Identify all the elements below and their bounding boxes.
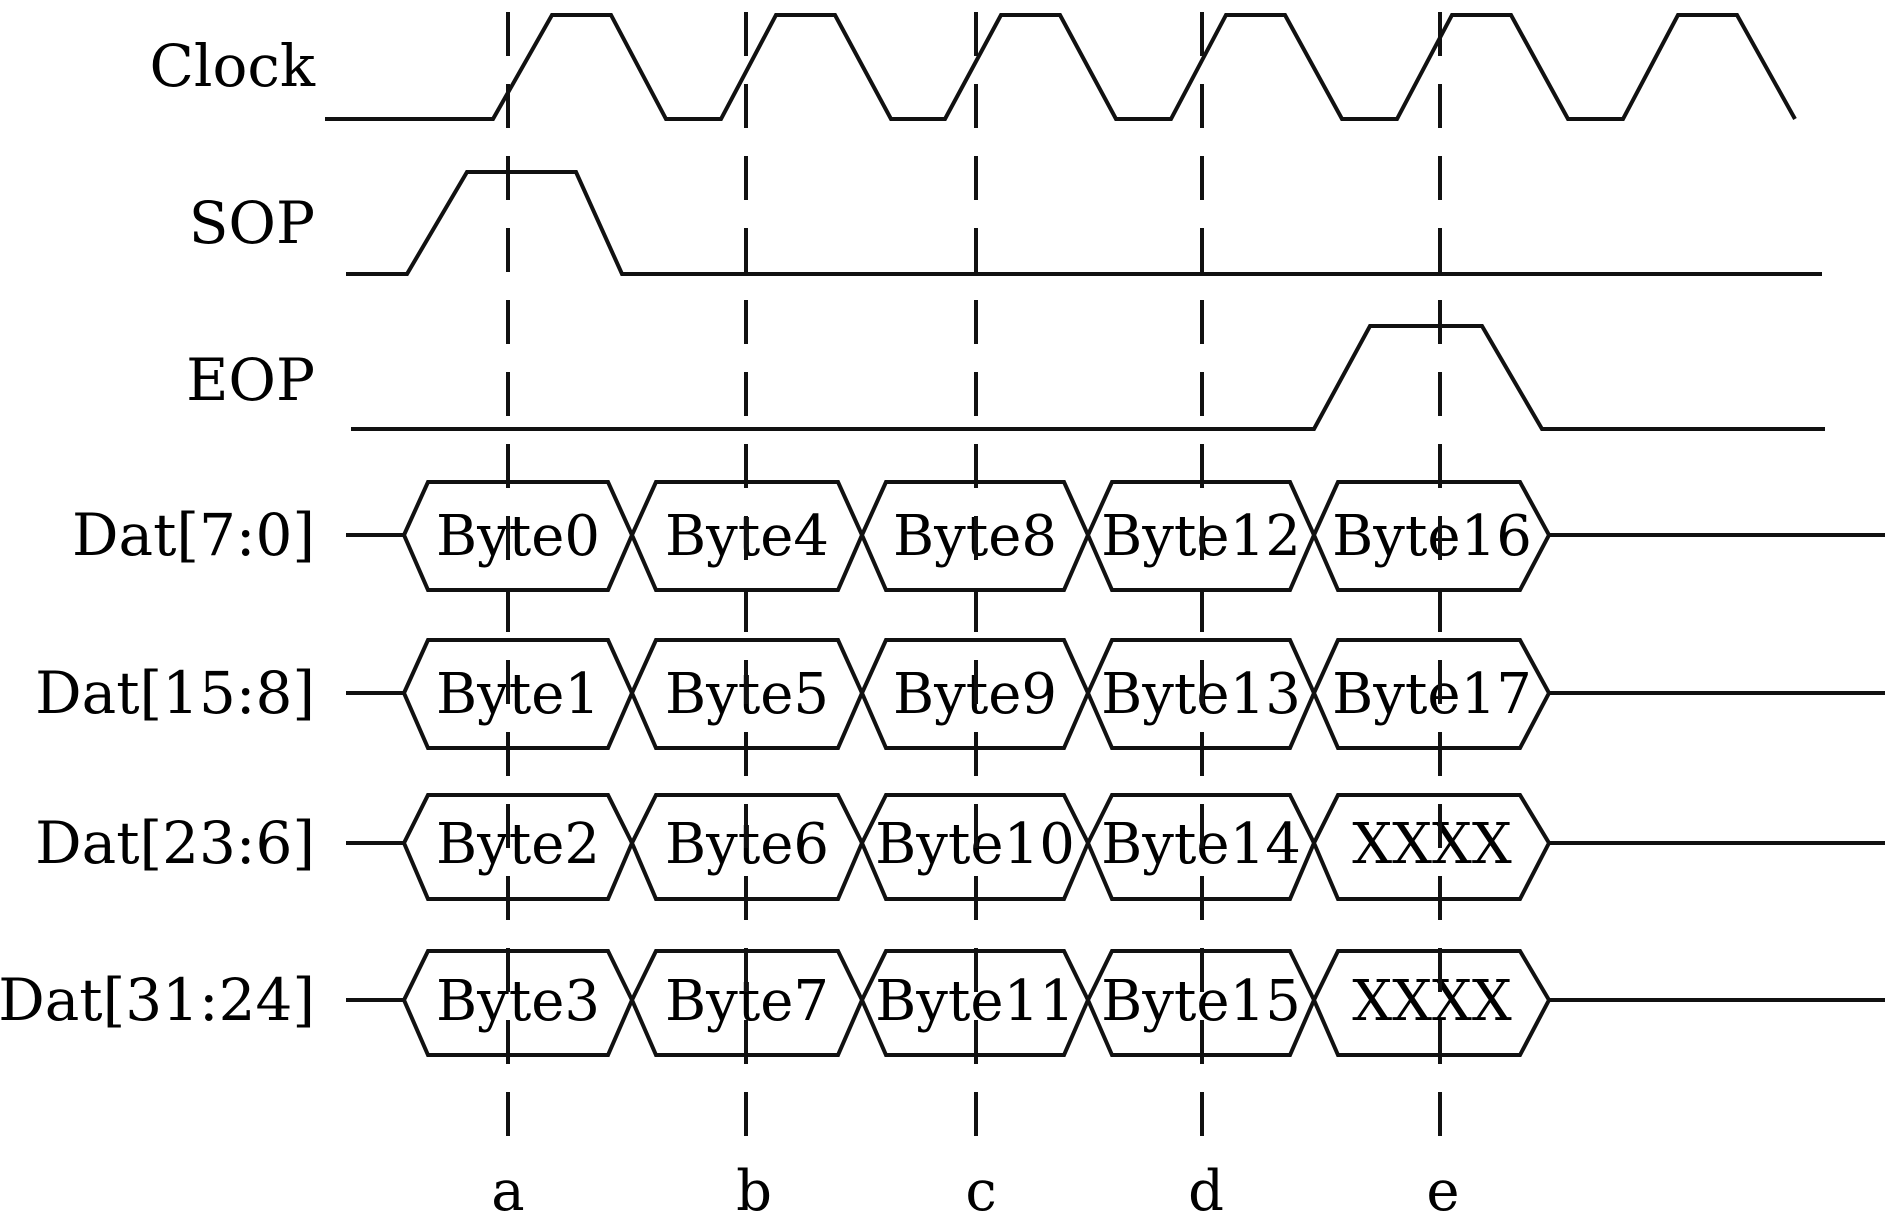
bus-cell-value: XXXX: [1352, 969, 1512, 1034]
bus-cell-value: Byte0: [436, 504, 600, 569]
bus-cell-value: XXXX: [1352, 812, 1512, 877]
sop-label: SOP: [189, 189, 315, 257]
bus-cell-value: Byte2: [436, 812, 600, 877]
bus-row-dat-23-6: Byte2 Byte6 Byte10 Byte14 XXXX: [346, 793, 1885, 901]
bus-row-dat-31-24: Byte3 Byte7 Byte11 Byte15 XXXX: [346, 949, 1885, 1057]
bus-label-dat-31-24: Dat[31:24]: [0, 966, 315, 1034]
bus-row-dat-7-0: Byte0 Byte4 Byte8 Byte12 Byte16: [346, 480, 1885, 592]
marker-label-b: b: [736, 1159, 772, 1219]
bus-cell-value: Byte17: [1332, 662, 1532, 727]
sop-waveform: [346, 170, 1822, 276]
marker-label-e: e: [1426, 1159, 1459, 1219]
marker-label-d: d: [1188, 1159, 1224, 1219]
bus-label-dat-15-8: Dat[15:8]: [35, 659, 315, 727]
bus-cell-value: Byte1: [436, 662, 600, 727]
clock-label: Clock: [150, 32, 316, 100]
clock-waveform: [325, 13, 1797, 121]
bus-cell-value: Byte16: [1332, 504, 1532, 569]
eop-label: EOP: [186, 346, 315, 414]
bus-cell-value: Byte3: [436, 969, 600, 1034]
marker-label-a: a: [491, 1159, 524, 1219]
marker-label-c: c: [965, 1159, 996, 1219]
bus-label-dat-23-6: Dat[23:6]: [35, 809, 315, 877]
bus-row-dat-15-8: Byte1 Byte5 Byte9 Byte13 Byte17: [346, 638, 1885, 750]
bus-label-dat-7-0: Dat[7:0]: [72, 501, 315, 569]
eop-waveform: [351, 324, 1825, 431]
